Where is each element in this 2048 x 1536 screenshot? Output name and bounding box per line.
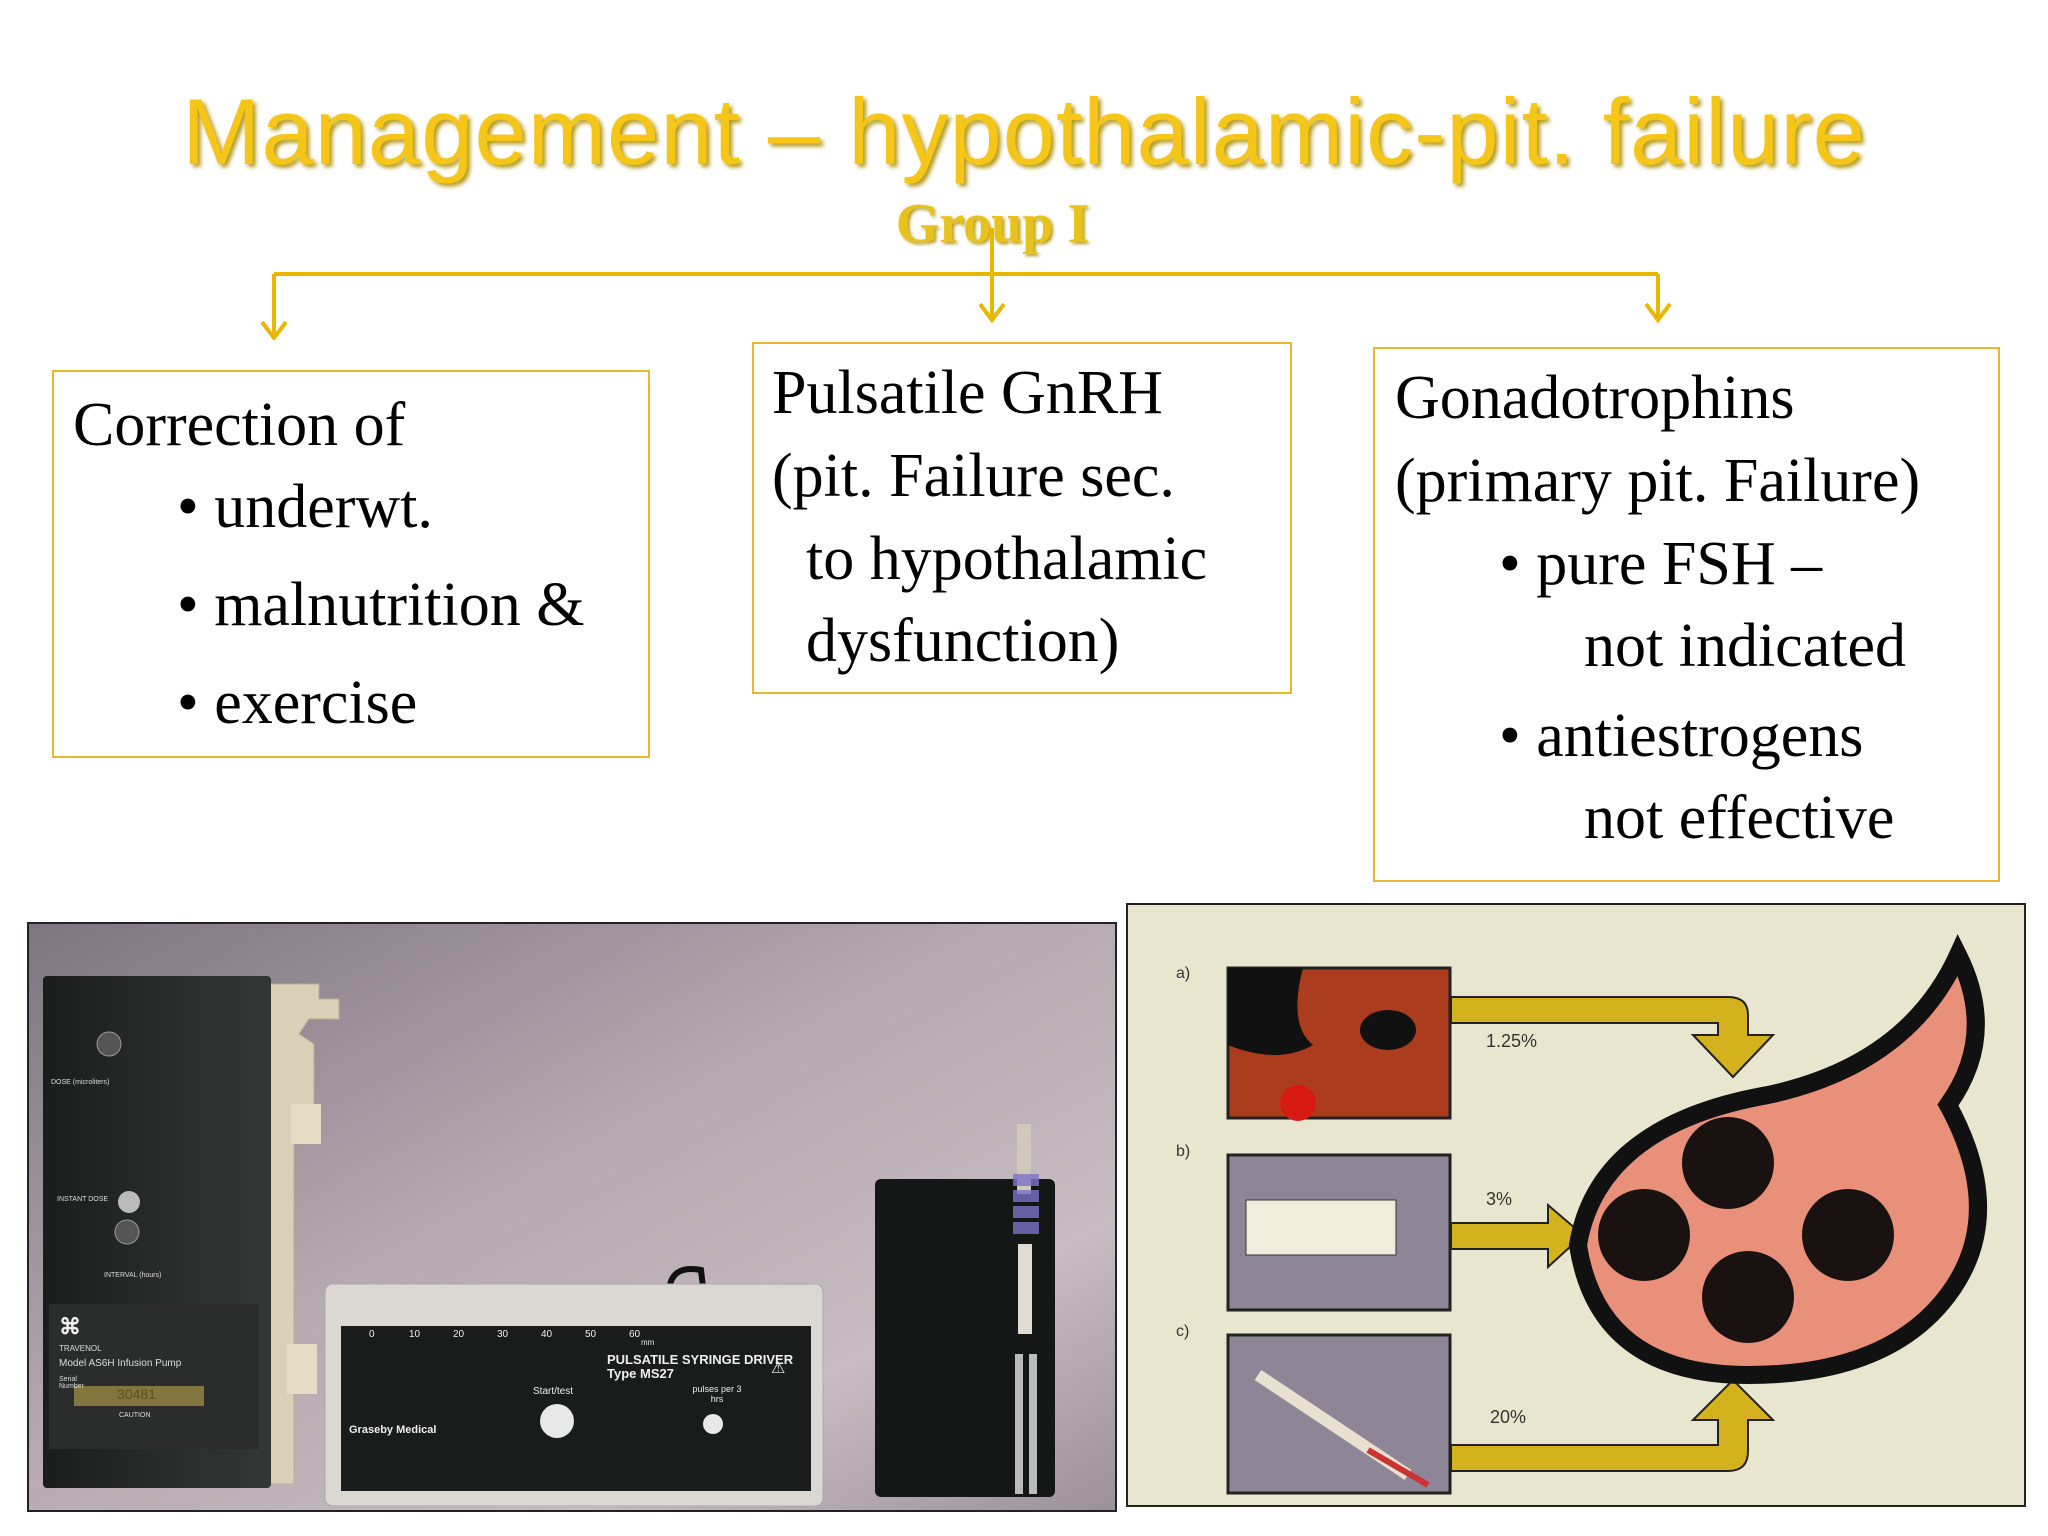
diagram-percentage-c: 20%: [1490, 1407, 1527, 1427]
arrowhead-left: [260, 320, 288, 340]
travenol-serial-label: Serial Number: [59, 1376, 84, 1390]
scale-tick-50: 50: [585, 1329, 597, 1340]
diagram-illustration: [1226, 934, 1987, 1495]
warning-icon: ⚠: [771, 1360, 786, 1377]
travenol-interval-label: INTERVAL (hours): [104, 1272, 162, 1279]
travenol-brand: TRAVENOL: [59, 1344, 102, 1353]
box-gnrh-heading: Pulsatile GnRH: [772, 359, 1163, 427]
arrowhead-center: [978, 302, 1006, 324]
diagram-label-b: b): [1176, 1143, 1191, 1160]
box-gonadotrophins-heading: Gonadotrophins: [1395, 364, 1795, 432]
scale-unit: mm: [641, 1338, 655, 1347]
scale-tick-60: 60: [629, 1329, 641, 1340]
scale-tick-40: 40: [541, 1329, 553, 1340]
box-gonadotrophins-item-antiestrogens: • antiestrogens: [1499, 702, 1864, 770]
diagram-label-c: c): [1176, 1323, 1190, 1340]
box-correction-item-exercise: • exercise: [177, 669, 418, 737]
box-gonadotrophins-item-antiestrogens-note: not effective: [1584, 784, 1895, 852]
box-correction-item-malnutrition: • malnutrition &: [177, 571, 585, 639]
box-gnrh-line-3: to hypothalamic: [806, 525, 1208, 593]
box-gonadotrophins: Gonadotrophins (primary pit. Failure) • …: [1373, 347, 2000, 882]
box-gonadotrophins-line-2: (primary pit. Failure): [1395, 447, 1921, 515]
arrowhead-right: [1644, 302, 1672, 324]
slide-title: Management – hypothalamic-pit. failure: [182, 79, 1866, 184]
scale-tick-20: 20: [453, 1329, 465, 1340]
travenol-instant-dose-label: INSTANT DOSE: [57, 1196, 109, 1203]
connector-arrows: [260, 228, 1672, 340]
scale-tick-0: 0: [369, 1329, 375, 1340]
travenol-logo-icon: ⌘: [59, 1314, 81, 1339]
box-gnrh-line-4: dysfunction): [806, 607, 1120, 675]
graseby-start-label: Start/test: [533, 1386, 574, 1397]
box-correction-heading: Correction of: [73, 391, 406, 459]
diagram-label-a: a): [1176, 965, 1191, 982]
box-gonadotrophins-item-fsh-note: not indicated: [1584, 612, 1906, 680]
gonadotrophin-diagram: a) b) c) 1.25% 3% 20%: [1126, 903, 2026, 1507]
scale-tick-30: 30: [497, 1329, 509, 1340]
graseby-scale: 0 10 20 30 40 50 60 mm: [369, 1329, 669, 1347]
travenol-caution: CAUTION: [119, 1412, 151, 1419]
travenol-model: Model AS6H Infusion Pump: [59, 1358, 182, 1369]
infusion-pumps-photo: DOSE (microliters) INSTANT DOSE INTERVAL…: [27, 922, 1117, 1512]
box-gnrh-line-2: (pit. Failure sec.: [772, 442, 1175, 510]
diagram-percentage-a: 1.25%: [1486, 1031, 1538, 1051]
box-pulsatile-gnrh: Pulsatile GnRH (pit. Failure sec. to hyp…: [752, 342, 1292, 694]
travenol-dose-label: DOSE (microliters): [51, 1079, 110, 1086]
box-correction-item-underweight: • underwt.: [177, 473, 433, 541]
box-gonadotrophins-item-fsh: • pure FSH –: [1499, 530, 1823, 598]
box-correction: Correction of • underwt. • malnutrition …: [52, 370, 650, 758]
scale-tick-10: 10: [409, 1329, 421, 1340]
diagram-percentage-b: 3%: [1486, 1189, 1513, 1209]
graseby-title: PULSATILE SYRINGE DRIVER: [607, 1352, 794, 1367]
graseby-brand: Graseby Medical: [349, 1424, 437, 1436]
graseby-pulses-label: pulses per 3 hrs: [692, 1384, 742, 1404]
travenol-serial-number: 30481: [117, 1386, 156, 1402]
graseby-type: Type MS27: [607, 1366, 674, 1381]
infusion-pumps-illustration: [29, 924, 1115, 1510]
